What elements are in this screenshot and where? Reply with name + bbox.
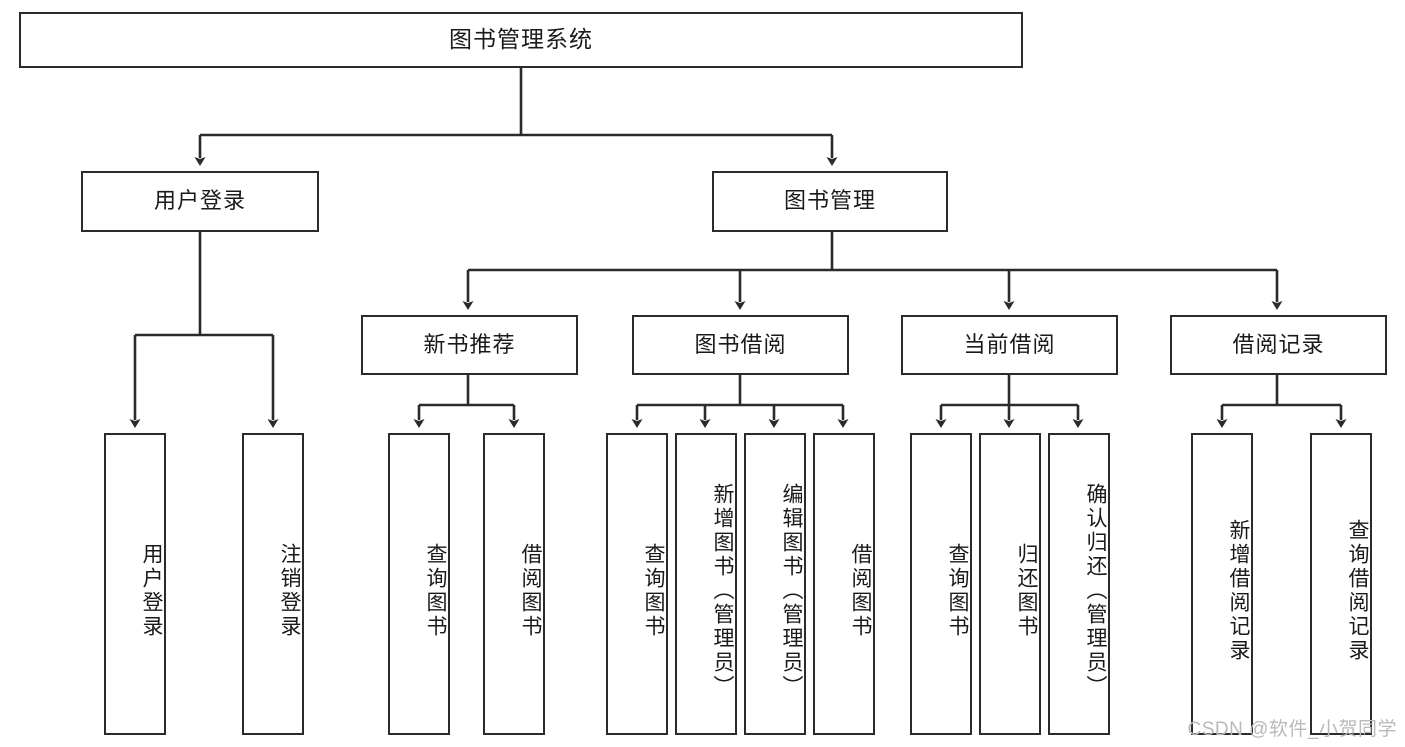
node-new-book-recommend[interactable]: 新书推荐 [361,315,578,375]
node-label: 新书推荐 [423,331,516,357]
node-label: 图书管理 [783,188,876,214]
node-label: 借阅图书 [849,543,872,639]
node-label: 借阅记录 [1232,331,1325,357]
node-leaf-return-book[interactable]: 归还图书 [979,433,1041,735]
node-label: 查询图书 [424,543,447,639]
node-leaf-query-book-1[interactable]: 查询图书 [388,433,450,735]
node-user-login[interactable]: 用户登录 [81,171,319,232]
node-label: 查询借阅记录 [1346,519,1369,663]
node-leaf-user-login[interactable]: 用户登录 [104,433,166,735]
node-leaf-query-book-2[interactable]: 查询图书 [606,433,668,735]
node-book-management-system[interactable]: 图书管理系统 [19,12,1023,68]
node-leaf-edit-book[interactable]: 编辑图书（管理员） [744,433,806,735]
node-label: 用户登录 [153,188,246,214]
watermark-csdn: CSDN @软件_小贺同学 [1187,719,1397,740]
node-label: 注销登录 [278,543,301,639]
node-leaf-user-logout[interactable]: 注销登录 [242,433,304,735]
node-label: 查询图书 [642,543,665,639]
node-book-manage[interactable]: 图书管理 [712,171,948,232]
node-leaf-add-book[interactable]: 新增图书（管理员） [675,433,737,735]
node-leaf-borrow-book-1[interactable]: 借阅图书 [483,433,545,735]
node-label: 新增借阅记录 [1227,519,1250,663]
node-label: 编辑图书（管理员） [780,483,803,699]
node-book-borrow[interactable]: 图书借阅 [632,315,849,375]
node-borrow-record[interactable]: 借阅记录 [1170,315,1387,375]
node-current-borrow[interactable]: 当前借阅 [901,315,1118,375]
node-label: 确认归还（管理员） [1084,483,1107,699]
node-label: 图书管理系统 [449,26,593,53]
node-label: 用户登录 [140,543,163,639]
node-leaf-query-book-3[interactable]: 查询图书 [910,433,972,735]
node-label: 新增图书（管理员） [711,483,734,699]
node-label: 当前借阅 [963,331,1056,357]
node-leaf-borrow-book-2[interactable]: 借阅图书 [813,433,875,735]
node-label: 借阅图书 [519,543,542,639]
node-label: 图书借阅 [694,331,787,357]
node-leaf-query-record[interactable]: 查询借阅记录 [1310,433,1372,735]
node-leaf-confirm-return[interactable]: 确认归还（管理员） [1048,433,1110,735]
node-label: 归还图书 [1015,543,1038,639]
node-label: 查询图书 [946,543,969,639]
node-leaf-add-record[interactable]: 新增借阅记录 [1191,433,1253,735]
